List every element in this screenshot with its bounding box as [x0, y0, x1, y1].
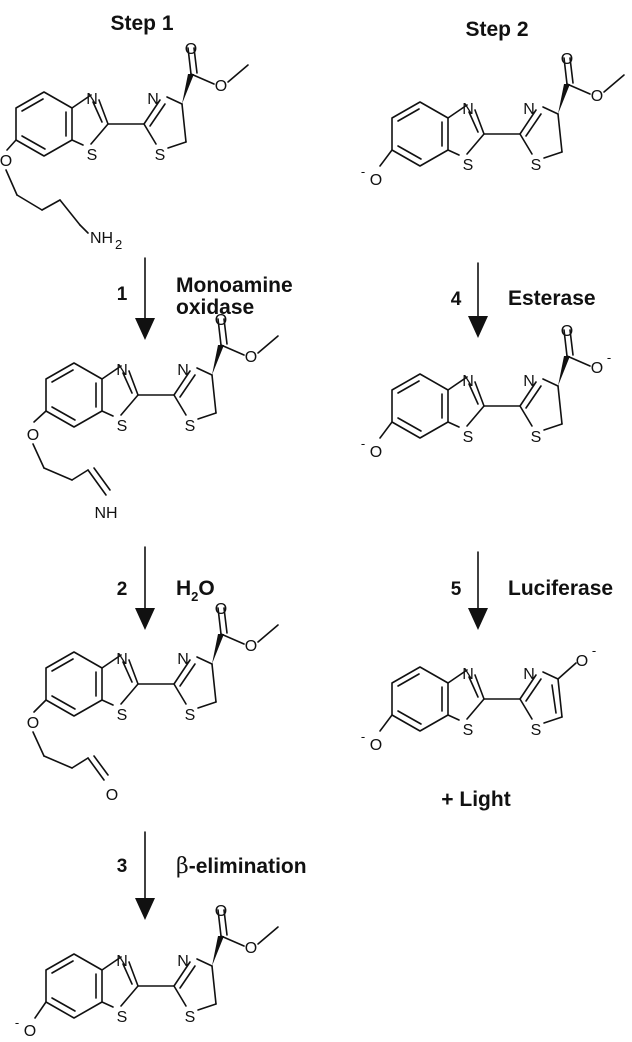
reaction-arrow-3: 3 β-elimination	[117, 831, 307, 920]
reaction-arrow-5: 5 Luciferase	[451, 551, 613, 630]
svg-text:O: O	[215, 903, 227, 920]
svg-text:-: -	[15, 1015, 19, 1030]
reaction-label-esterase: Esterase	[508, 287, 596, 310]
molecule-imine-intermediate: N S N S O O O NH	[27, 312, 279, 522]
light-emission-note: + Light	[441, 788, 510, 811]
svg-text:S: S	[185, 707, 196, 724]
reaction-arrow-1: 1 Monoamine oxidase	[117, 257, 293, 340]
svg-text:O: O	[576, 653, 588, 670]
svg-text:NH: NH	[94, 505, 117, 522]
svg-text:S: S	[463, 157, 474, 174]
svg-text:O: O	[370, 737, 382, 754]
svg-text:N: N	[523, 373, 535, 390]
molecule-luciferin-carboxylate: N S N S O O - O -	[361, 323, 611, 461]
svg-text:O: O	[215, 78, 227, 95]
reaction-label-luciferase: Luciferase	[508, 577, 613, 600]
svg-text:S: S	[117, 707, 128, 724]
svg-text:O: O	[24, 1023, 36, 1040]
svg-text:N: N	[177, 362, 189, 379]
svg-text:S: S	[463, 429, 474, 446]
svg-text:-: -	[361, 436, 365, 451]
molecule-luciferin-ester-phenolate: N S N S O O O -	[361, 51, 625, 189]
svg-text:-: -	[361, 729, 365, 744]
reaction-label-beta-elimination: β-elimination	[176, 854, 307, 879]
svg-text:O: O	[370, 444, 382, 461]
molecule-luciferin-ester-phenolate-bottom: N S N S O O O -	[15, 903, 279, 1040]
reaction-label-oxidase: oxidase	[176, 296, 254, 319]
svg-text:O: O	[185, 41, 197, 58]
svg-text:N: N	[523, 666, 535, 683]
reaction-arrow-4: 4 Esterase	[451, 262, 596, 338]
svg-text:S: S	[117, 1009, 128, 1026]
molecule-oxyluciferin: N S N S O - O -	[361, 643, 596, 754]
svg-text:S: S	[87, 147, 98, 164]
reaction-label-monoamine: Monoamine	[176, 274, 293, 297]
svg-text:NH: NH	[90, 230, 113, 247]
reaction-number-4: 4	[451, 289, 462, 310]
svg-text:O: O	[0, 153, 12, 170]
svg-text:N: N	[177, 953, 189, 970]
svg-text:S: S	[185, 1009, 196, 1026]
svg-text:S: S	[531, 722, 542, 739]
svg-text:O: O	[215, 312, 227, 329]
svg-text:S: S	[531, 157, 542, 174]
svg-text:N: N	[86, 91, 98, 108]
svg-text:S: S	[155, 147, 166, 164]
svg-text:N: N	[462, 101, 474, 118]
svg-text:O: O	[27, 715, 39, 732]
svg-text:S: S	[185, 418, 196, 435]
reaction-number-1: 1	[117, 284, 128, 305]
molecule-aminopropyl-substrate: N S N S O O O NH 2	[0, 41, 249, 252]
svg-text:O: O	[215, 601, 227, 618]
svg-text:N: N	[523, 101, 535, 118]
svg-text:N: N	[147, 91, 159, 108]
reaction-label-h2o: H2O	[176, 577, 215, 604]
svg-text:O: O	[561, 51, 573, 68]
svg-text:S: S	[531, 429, 542, 446]
svg-text:O: O	[245, 349, 257, 366]
reaction-number-2: 2	[117, 579, 128, 600]
svg-text:O: O	[591, 360, 603, 377]
svg-text:-: -	[592, 643, 596, 658]
svg-text:N: N	[116, 651, 128, 668]
svg-text:S: S	[117, 418, 128, 435]
svg-text:O: O	[245, 940, 257, 957]
svg-text:N: N	[462, 666, 474, 683]
svg-text:O: O	[561, 323, 573, 340]
svg-text:N: N	[116, 953, 128, 970]
heading-step-1: Step 1	[110, 12, 173, 35]
svg-text:O: O	[370, 172, 382, 189]
molecule-aldehyde-intermediate: N S N S O O O O	[27, 601, 279, 804]
svg-text:O: O	[591, 88, 603, 105]
svg-text:N: N	[462, 373, 474, 390]
svg-text:2: 2	[115, 237, 122, 252]
svg-text:O: O	[245, 638, 257, 655]
reaction-arrow-2: 2 H2O	[117, 546, 215, 630]
reaction-number-3: 3	[117, 856, 128, 877]
svg-text:N: N	[116, 362, 128, 379]
svg-text:S: S	[463, 722, 474, 739]
svg-text:-: -	[607, 350, 611, 365]
svg-text:O: O	[106, 787, 118, 804]
svg-text:N: N	[177, 651, 189, 668]
svg-text:O: O	[27, 427, 39, 444]
heading-step-2: Step 2	[465, 18, 528, 41]
svg-text:-: -	[361, 164, 365, 179]
reaction-number-5: 5	[451, 579, 462, 600]
